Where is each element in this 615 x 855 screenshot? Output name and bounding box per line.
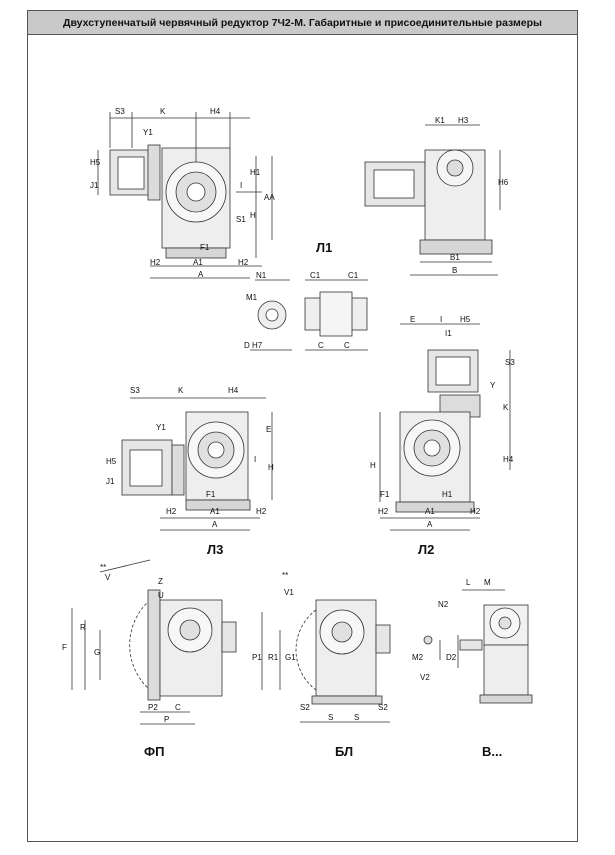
dim-y: Y	[490, 381, 496, 390]
dim-s-right: S	[354, 713, 359, 722]
dim-i: I	[240, 181, 242, 190]
dim-l: L	[466, 578, 471, 587]
dim-d-h7: D H7	[244, 341, 263, 350]
view-l1-side-drawing	[364, 124, 501, 276]
dim-a: A	[198, 270, 204, 279]
dim-h5-l2: H5	[460, 315, 471, 324]
dim-h2-l3-right: H2	[256, 507, 267, 516]
dim-m1: M1	[246, 293, 258, 302]
dim-stars-fp: **	[100, 563, 106, 572]
view-label-fp: ФП	[144, 744, 164, 759]
dim-u: U	[158, 591, 164, 600]
dim-c-right: C	[344, 341, 350, 350]
dim-y1-l3: Y1	[156, 423, 166, 432]
dim-s3-l3: S3	[130, 386, 140, 395]
dim-h2-l2-right: H2	[470, 507, 481, 516]
dim-h2-l3-left: H2	[166, 507, 177, 516]
dim-i-l2: I	[440, 315, 442, 324]
dim-s2-left: S2	[300, 703, 310, 712]
dim-h3: H3	[458, 116, 469, 125]
view-label-bl: БЛ	[335, 744, 353, 759]
dim-p2: P2	[148, 703, 158, 712]
dim-r: R	[80, 623, 86, 632]
view-l2-drawing	[379, 323, 511, 531]
dim-v: V	[105, 573, 111, 582]
view-fp-drawing	[71, 559, 237, 725]
dim-y1: Y1	[143, 128, 153, 137]
dim-c-left: C	[318, 341, 324, 350]
dim-e-l3: E	[266, 425, 271, 434]
dim-a-l3: A	[212, 520, 218, 529]
view-l3-drawing	[121, 397, 273, 531]
dim-s-left: S	[328, 713, 333, 722]
dim-v2: V2	[420, 673, 430, 682]
dim-g: G	[94, 648, 100, 657]
dim-h: H	[250, 211, 256, 220]
dim-i-l3: I	[254, 455, 256, 464]
dim-h-l2: H	[370, 461, 376, 470]
dim-h4-l3: H4	[228, 386, 239, 395]
page-title: Двухступенчатый червячный редуктор 7Ч2-М…	[27, 10, 578, 35]
view-label-l1: Л1	[316, 240, 332, 255]
dim-h-l3: H	[268, 463, 274, 472]
dim-h1-l2: H1	[442, 490, 453, 499]
dim-c-fp: C	[175, 703, 181, 712]
dim-f1: F1	[200, 243, 210, 252]
dim-s2-right: S2	[378, 703, 388, 712]
view-label-l2: Л2	[418, 542, 434, 557]
dim-f: F	[62, 643, 67, 652]
dim-d2: D2	[446, 653, 457, 662]
dim-b: B	[452, 266, 457, 275]
dim-h2-l1-left: H2	[150, 258, 161, 267]
dim-h4-l2: H4	[503, 455, 514, 464]
dim-n2: N2	[438, 600, 449, 609]
dim-f1-l3: F1	[206, 490, 216, 499]
dim-k: K	[160, 107, 166, 116]
dim-h2-l2-left: H2	[378, 507, 389, 516]
dim-c1-right: C1	[348, 271, 359, 280]
dim-c1-left: C1	[310, 271, 321, 280]
dim-s1: S1	[236, 215, 246, 224]
dim-a1-l3: A1	[210, 507, 220, 516]
view-bl-drawing	[261, 599, 391, 723]
dim-v1: V1	[284, 588, 294, 597]
dim-a1-l2: A1	[425, 507, 435, 516]
dim-j1: J1	[90, 181, 99, 190]
dim-p: P	[164, 715, 169, 724]
view-l1-drawing	[97, 112, 273, 279]
dim-s3: S3	[115, 107, 125, 116]
shaft-detail-drawing	[250, 279, 368, 351]
dim-r1: R1	[268, 653, 279, 662]
view-label-v: В...	[482, 744, 502, 759]
view-label-l3: Л3	[207, 542, 223, 557]
view-v-drawing	[423, 589, 533, 704]
dim-h5: H5	[90, 158, 101, 167]
dim-k-l3: K	[178, 386, 184, 395]
dim-k-l2: K	[503, 403, 509, 412]
dim-m: M	[484, 578, 491, 587]
dim-j1-l3: J1	[106, 477, 115, 486]
dim-a-l2: A	[427, 520, 433, 529]
dim-n1: N1	[256, 271, 267, 280]
dim-p1: P1	[252, 653, 262, 662]
dim-stars-bl: **	[282, 571, 288, 580]
dim-h4: H4	[210, 107, 221, 116]
dim-k1: K1	[435, 116, 445, 125]
dim-h1: H1	[250, 168, 261, 177]
dim-aa: AA	[264, 193, 275, 202]
dim-m2: M2	[412, 653, 424, 662]
dim-e-l2: E	[410, 315, 415, 324]
dim-f1-l2: F1	[380, 490, 390, 499]
dim-b1: B1	[450, 253, 460, 262]
dim-g1: G1	[285, 653, 296, 662]
dim-i1: I1	[445, 329, 452, 338]
dim-z: Z	[158, 577, 163, 586]
dim-h6: H6	[498, 178, 509, 187]
dim-h2-l1-right: H2	[238, 258, 249, 267]
dim-a1: A1	[193, 258, 203, 267]
dim-h5-l3: H5	[106, 457, 117, 466]
dim-s3-l2: S3	[505, 358, 515, 367]
